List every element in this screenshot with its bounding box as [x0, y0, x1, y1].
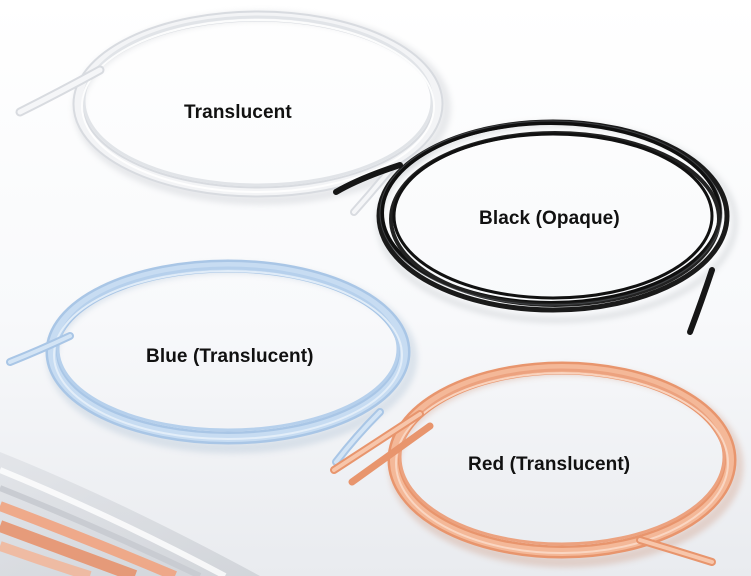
black-coil: [333, 119, 738, 335]
blue-translucent-label: Blue (Translucent): [146, 346, 314, 367]
corner-tube-bundle: [0, 452, 260, 576]
translucent-label: Translucent: [184, 102, 292, 123]
red-coil: [330, 361, 744, 568]
translucent-coil: [15, 10, 451, 216]
black-opaque-label: Black (Opaque): [479, 208, 620, 229]
blue-coil: [6, 259, 418, 466]
red-translucent-label: Red (Translucent): [468, 454, 631, 475]
